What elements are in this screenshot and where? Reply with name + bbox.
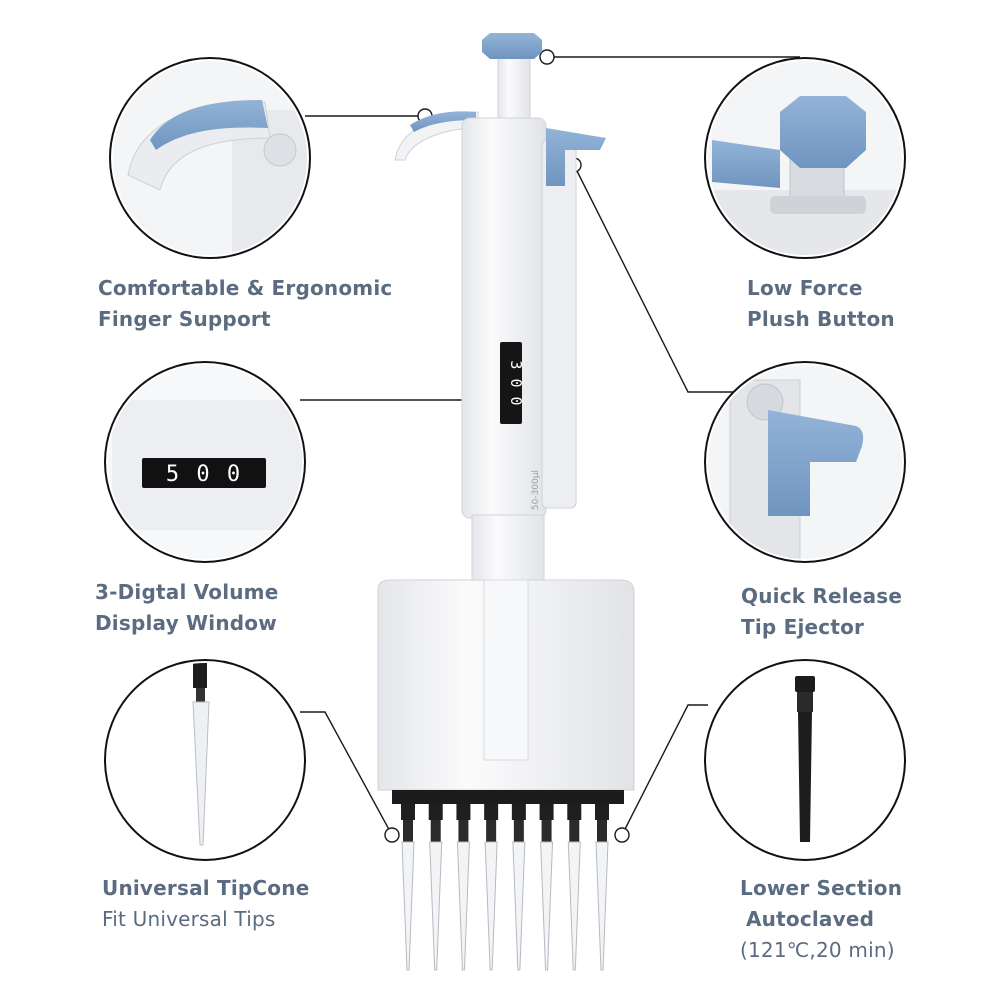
caption-display-window: 3-Digtal Volume Display Window — [95, 577, 279, 639]
plunger-rod — [497, 54, 531, 126]
push-button-cap — [482, 33, 542, 59]
tip-cone — [539, 804, 554, 820]
caption-lower-section: Lower Section Autoclaved (121℃,20 min) — [740, 873, 902, 966]
pipette-tip — [512, 841, 526, 971]
caption-push-button-line1: Low Force — [747, 276, 863, 300]
caption-finger-support-line1: Comfortable & Ergonomic — [98, 276, 393, 300]
tip-cone — [428, 804, 443, 820]
caption-lower-section-line3: (121℃,20 min) — [740, 938, 895, 962]
caption-tipcone-line2: Fit Universal Tips — [102, 907, 276, 931]
caption-tip-ejector-line2: Tip Ejector — [741, 615, 865, 639]
pipette-tip — [484, 841, 498, 971]
pipette-tip — [567, 841, 581, 971]
detail-circle-push-button — [704, 57, 906, 259]
tip-cone — [511, 804, 526, 820]
caption-display-window-line1: 3-Digtal Volume — [95, 580, 279, 604]
pipette-tip — [540, 841, 554, 971]
tip-cone — [456, 804, 471, 820]
detail-circle-display: 5 0 0 — [104, 361, 306, 563]
pipette-tip — [401, 841, 415, 971]
tip-cone-stem — [430, 820, 441, 842]
tip-cone-stem — [597, 820, 607, 842]
volume-display-value: 3 0 0 — [507, 360, 525, 405]
detail-circle-lower-section — [704, 659, 906, 861]
pipette-tip — [595, 841, 609, 971]
detail-circle-tipcone — [104, 659, 306, 861]
ejector-housing — [541, 139, 577, 509]
tip-cone-stem — [541, 820, 552, 842]
range-label: 50-300μl — [531, 470, 541, 510]
tip-cone-stem — [403, 820, 413, 842]
caption-push-button-line2: Plush Button — [747, 307, 895, 331]
pipette-tip — [456, 841, 470, 971]
tip-cone — [567, 804, 582, 820]
caption-display-window-line2: Display Window — [95, 611, 277, 635]
tip-cone-stem — [513, 820, 524, 842]
tip-cone-stem — [458, 820, 469, 842]
tip-cone — [401, 804, 415, 820]
ejector-button — [546, 128, 606, 186]
caption-tipcone: Universal TipCone Fit Universal Tips — [102, 873, 309, 935]
detail-circle-tip-ejector — [704, 361, 906, 563]
caption-lower-section-line1: Lower Section — [740, 876, 903, 900]
caption-finger-support: Comfortable & Ergonomic Finger Support — [98, 273, 392, 335]
caption-push-button: Low Force Plush Button — [747, 273, 895, 335]
tip-array — [401, 804, 609, 971]
volume-display — [500, 342, 522, 424]
cone-base — [392, 790, 624, 804]
caption-tip-ejector: Quick Release Tip Ejector — [741, 581, 902, 643]
caption-lower-section-line2: Autoclaved — [746, 907, 875, 931]
pipette-main: 3 0 0 50-300μl — [377, 33, 635, 971]
handle-body — [461, 117, 547, 519]
tip-cone — [595, 804, 609, 820]
caption-finger-support-line2: Finger Support — [98, 307, 271, 331]
detail-display-value: 5 0 0 — [166, 462, 242, 487]
caption-tipcone-line1: Universal TipCone — [102, 876, 310, 900]
tip-cone-stem — [569, 820, 580, 842]
tip-cone-stem — [486, 820, 497, 842]
detail-circle-finger-support — [109, 57, 311, 259]
pipette-tip — [429, 841, 443, 971]
tip-cone — [484, 804, 499, 820]
caption-tip-ejector-line1: Quick Release — [741, 584, 903, 608]
